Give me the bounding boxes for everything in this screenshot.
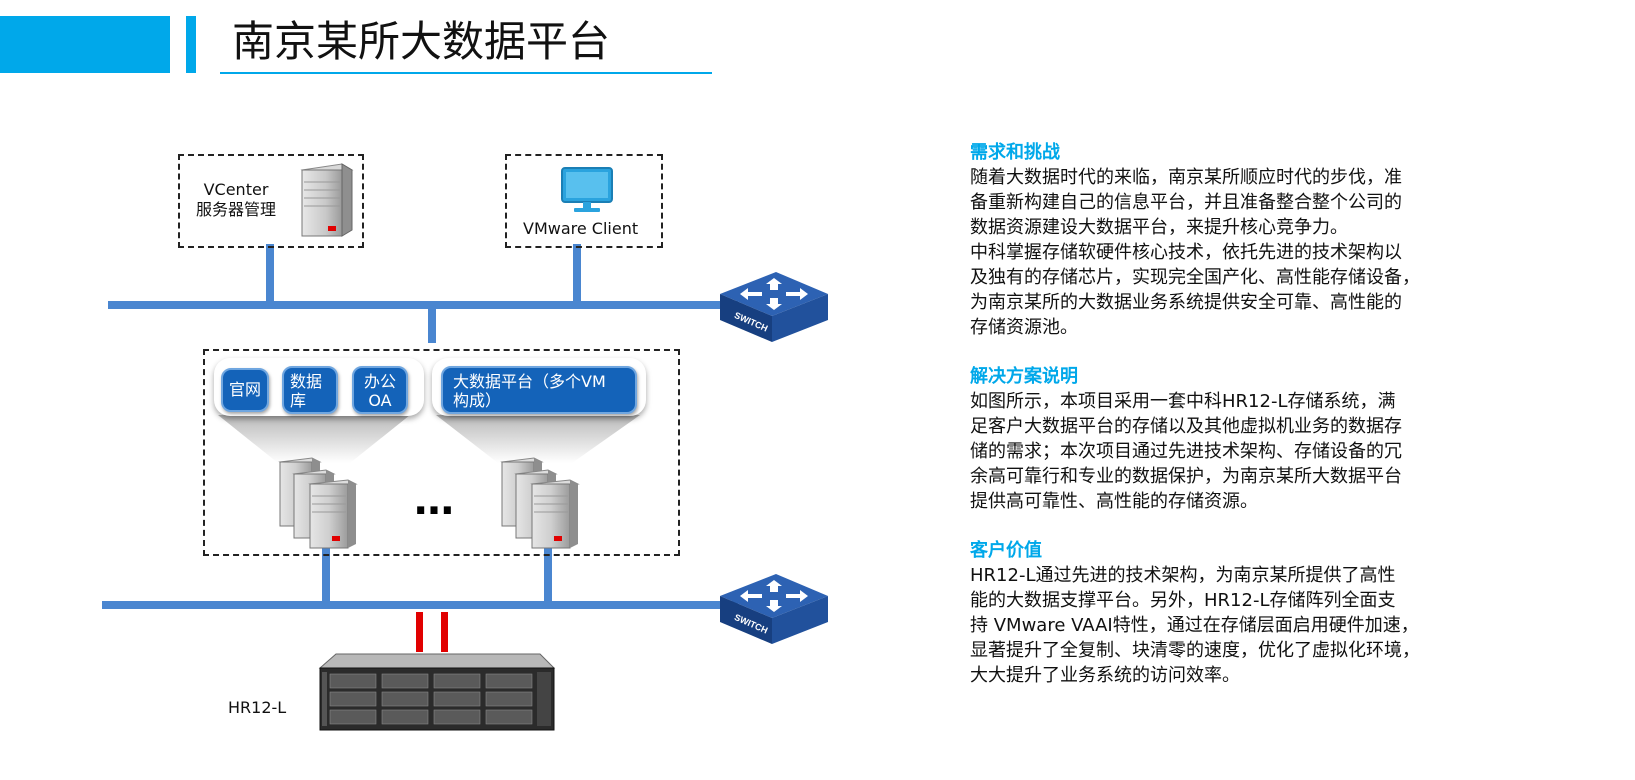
text-line: 储的需求；本次项目通过先进技术架构、存储设备的冗 (970, 441, 1402, 462)
projection-cones (218, 415, 640, 463)
switch-bottom-icon: SWITCH (720, 574, 828, 644)
text-line: 如图所示，本项目采用一套中科HR12-L存储系统，满 (970, 391, 1396, 412)
section-requirements: 需求和挑战 随着大数据时代的来临，南京某所顺应时代的步伐，准 备重新构建自己的信… (970, 140, 1500, 340)
app-database-pill: 数据 库 (282, 366, 338, 414)
section-body: HR12-L通过先进的技术架构，为南京某所提供了高性 能的大数据支撑平台。另外，… (970, 563, 1480, 688)
vcenter-label: VCenter 服务器管理 (191, 180, 281, 220)
section-heading: 需求和挑战 (970, 142, 1060, 163)
text-line: 能的大数据支撑平台。另外，HR12-L存储阵列全面支 (970, 590, 1396, 611)
text-line: 备重新构建自己的信息平台，并且准备整合整个公司的 (970, 192, 1402, 213)
header-accent-stripe (186, 16, 196, 73)
section-body: 随着大数据时代的来临，南京某所顺应时代的步伐，准 备重新构建自己的信息平台，并且… (970, 165, 1480, 340)
monitor-icon (561, 167, 613, 212)
app-database-label-2: 库 (290, 391, 307, 410)
app-database-label-1: 数据 (290, 372, 323, 391)
architecture-diagram: VCenter 服务器管理 VMware Client (102, 154, 828, 731)
vcenter-label-line2: 服务器管理 (195, 200, 276, 219)
storage-array-icon (318, 653, 556, 731)
cluster-uplink (428, 305, 436, 343)
section-body: 如图所示，本项目采用一套中科HR12-L存储系统，满 足客户大数据平台的存储以及… (970, 389, 1480, 514)
app-site-pill: 官网 (221, 368, 269, 412)
section-customer-value: 客户价值 HR12-L通过先进的技术架构，为南京某所提供了高性 能的大数据支撑平… (970, 538, 1500, 688)
vcenter-box (178, 154, 364, 248)
server-stack-1-icon (278, 457, 358, 549)
app-site-label: 官网 (229, 380, 262, 399)
client-uplink (573, 244, 581, 304)
app-bigdata-pill: 大数据平台（多个VM 构成） (441, 366, 637, 414)
switch-top-icon: SWITCH (720, 272, 828, 342)
text-line: 随着大数据时代的来临，南京某所顺应时代的步伐，准 (970, 167, 1402, 188)
text-line: 提供高可靠性、高性能的存储资源。 (970, 491, 1258, 512)
app-oa-pill: 办公 OA (352, 366, 408, 414)
section-solution: 解决方案说明 如图所示，本项目采用一套中科HR12-L存储系统，满 足客户大数据… (970, 364, 1500, 514)
app-bigdata-label-1: 大数据平台（多个VM (453, 372, 606, 391)
section-heading: 解决方案说明 (970, 366, 1078, 387)
text-line: 显著提升了全复制、块清零的速度，优化了虚拟化环境， (970, 640, 1420, 661)
fc-link-1 (416, 612, 423, 652)
app-oa-label-2: OA (368, 391, 392, 410)
vcenter-label-line1: VCenter (203, 180, 269, 199)
app-oa-label-1: 办公 (363, 372, 396, 391)
ellipsis: … (414, 478, 462, 524)
bottom-network-bus (102, 601, 738, 609)
server-stack-2-icon (500, 457, 580, 549)
header-accent-bar (0, 16, 170, 73)
text-line: 余高可靠行和专业的数据保护，为南京某所大数据平台 (970, 466, 1402, 487)
storage-label: HR12-L (228, 698, 287, 717)
server-cluster-box (203, 349, 680, 556)
text-line: 数据资源建设大数据平台，来提升核心竞争力。 (970, 217, 1348, 238)
vmware-client-label: VMware Client (523, 219, 639, 238)
vcenter-uplink (266, 244, 274, 304)
top-network-bus (108, 301, 738, 309)
fc-link-2 (441, 612, 448, 652)
text-line: 足客户大数据平台的存储以及其他虚拟机业务的数据存 (970, 416, 1402, 437)
description-panel: 需求和挑战 随着大数据时代的来临，南京某所顺应时代的步伐，准 备重新构建自己的信… (970, 140, 1500, 688)
server-group-2-downlink (544, 548, 552, 604)
vmware-client-box (505, 154, 663, 248)
title-underline (220, 72, 712, 74)
tower-server-icon (300, 163, 354, 237)
text-line: 存储资源池。 (970, 317, 1078, 338)
text-line: HR12-L通过先进的技术架构，为南京某所提供了高性 (970, 565, 1396, 586)
section-heading: 客户价值 (970, 540, 1042, 561)
app-bigdata-label-2: 构成） (453, 391, 502, 410)
text-line: 持 VMware VAAI特性，通过在存储层面启用硬件加速， (970, 615, 1419, 636)
server-group-1-downlink (322, 548, 330, 604)
page-title: 南京某所大数据平台 (232, 17, 611, 66)
text-line: 大大提升了业务系统的访问效率。 (970, 665, 1240, 686)
text-line: 为南京某所的大数据业务系统提供安全可靠、高性能的 (970, 292, 1402, 313)
text-line: 及独有的存储芯片，实现完全国产化、高性能存储设备， (970, 267, 1420, 288)
text-line: 中科掌握存储软硬件核心技术，依托先进的技术架构以 (970, 242, 1402, 263)
